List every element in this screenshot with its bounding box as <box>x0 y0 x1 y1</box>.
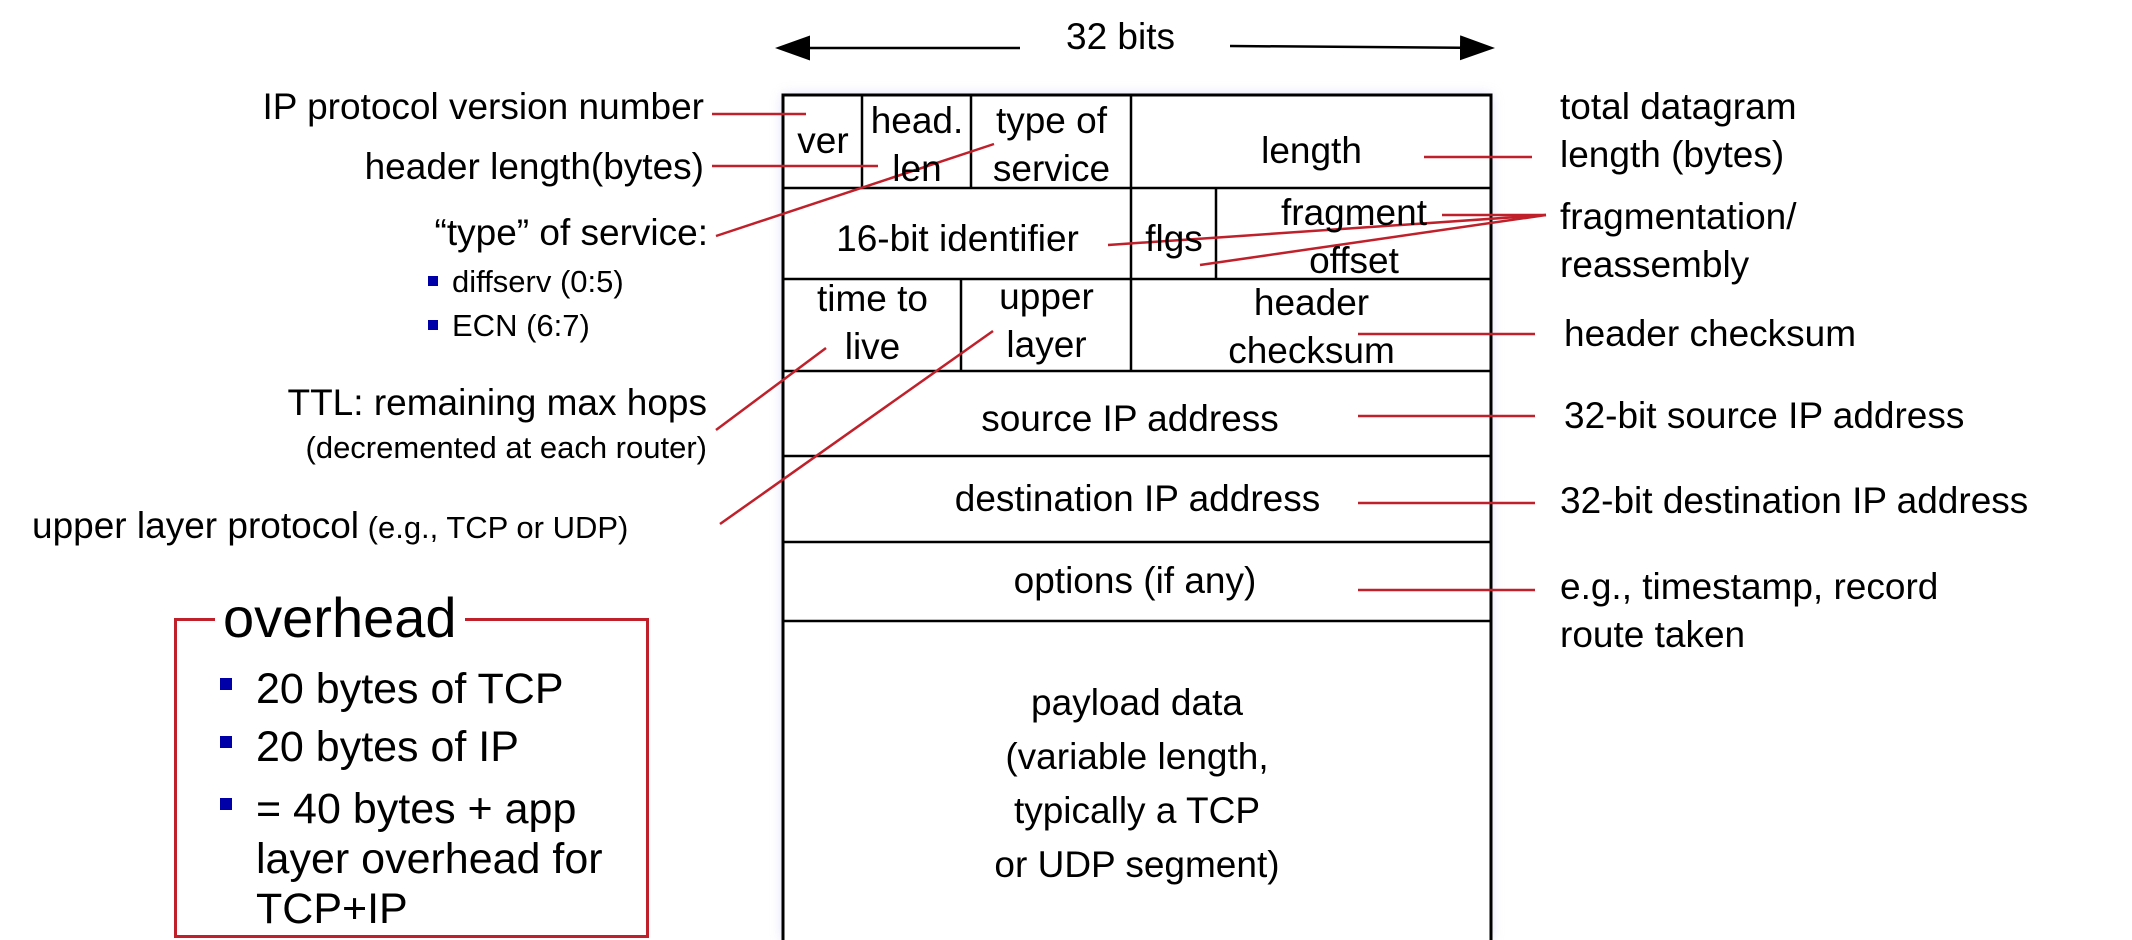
field-header-checksum-line2: checksum <box>1228 330 1395 371</box>
overhead-title: overhead <box>215 586 465 650</box>
annotation-destination-ip: 32-bit destination IP address <box>1560 480 2029 521</box>
field-payload-line2: (variable length, <box>1005 736 1269 777</box>
field-payload-line3: typically a TCP <box>1013 790 1261 831</box>
field-tos-line1: type of <box>995 100 1108 141</box>
annotation-tos-diffserv: diffserv (0:5) <box>428 264 624 300</box>
tos-ecn-text: ECN (6:7) <box>452 308 590 343</box>
annotation-version: IP protocol version number <box>262 86 705 127</box>
annotation-source-ip: 32-bit source IP address <box>1564 395 1965 436</box>
bullet-icon <box>220 736 232 748</box>
bullet-icon <box>428 319 438 330</box>
overhead-item-total-line3: TCP+IP <box>256 885 408 933</box>
field-payload-line1: payload data <box>1031 682 1243 723</box>
upper-layer-note-text: (e.g., TCP or UDP) <box>359 510 629 545</box>
annotation-total-length-line2: length (bytes) <box>1560 134 1785 175</box>
annotation-fragmentation-line2: reassembly <box>1560 244 1750 285</box>
annotation-total-length-line1: total datagram <box>1560 86 1797 127</box>
overhead-item-tcp: 20 bytes of TCP <box>220 664 564 714</box>
overhead-item-ip-text: 20 bytes of IP <box>256 723 519 771</box>
bullet-icon <box>220 798 232 810</box>
field-head-len-line1: head. <box>870 100 964 141</box>
field-ttl-line2: live <box>844 326 901 367</box>
field-tos-line2: service <box>992 148 1111 189</box>
width-label: 32 bits <box>1066 16 1176 57</box>
annotation-type-of-service: “type” of service: <box>434 212 708 253</box>
overhead-item-total: = 40 bytes + app <box>220 784 576 834</box>
annotation-options-line2: route taken <box>1560 614 1746 655</box>
bullet-icon <box>220 678 232 690</box>
field-fragment-offset-line1: fragment <box>1280 192 1427 233</box>
annotation-header-length: header length(bytes) <box>364 146 704 187</box>
field-ttl-line1: time to <box>816 278 929 319</box>
field-upper-layer-line1: upper <box>999 276 1094 317</box>
bullet-icon <box>428 275 438 286</box>
annotation-options-line1: e.g., timestamp, record <box>1560 566 1939 607</box>
tos-diffserv-text: diffserv (0:5) <box>452 264 624 299</box>
overhead-item-tcp-text: 20 bytes of TCP <box>256 665 564 713</box>
overhead-item-ip: 20 bytes of IP <box>220 722 519 772</box>
field-payload-line4: or UDP segment) <box>994 844 1280 885</box>
field-destination-ip: destination IP address <box>954 478 1321 519</box>
upper-layer-main-text: upper layer protocol <box>32 505 360 546</box>
field-identifier: 16-bit identifier <box>836 218 1079 259</box>
field-length: length <box>1261 130 1362 171</box>
field-upper-layer-line2: layer <box>1006 324 1087 365</box>
field-source-ip: source IP address <box>981 398 1279 439</box>
annotation-header-checksum: header checksum <box>1564 313 1857 354</box>
annotation-upper-layer: upper layer protocol (e.g., TCP or UDP) <box>32 505 628 549</box>
field-flags: flgs <box>1145 218 1203 259</box>
field-ver: ver <box>797 120 849 161</box>
annotation-tos-ecn: ECN (6:7) <box>428 308 590 344</box>
annotation-ttl-line1: TTL: remaining max hops <box>287 382 707 423</box>
field-header-checksum-line1: header <box>1253 282 1370 323</box>
field-options: options (if any) <box>1013 560 1257 601</box>
field-fragment-offset-line2: offset <box>1309 240 1399 281</box>
overhead-item-total-line1: = 40 bytes + app <box>256 785 577 833</box>
width-arrow-right <box>1229 35 1495 61</box>
annotation-fragmentation-line1: fragmentation/ <box>1560 196 1797 237</box>
field-head-len-line2: len <box>892 148 942 189</box>
overhead-item-total-line2: layer overhead for <box>256 835 603 883</box>
annotation-ttl-line2: (decremented at each router) <box>305 430 708 465</box>
